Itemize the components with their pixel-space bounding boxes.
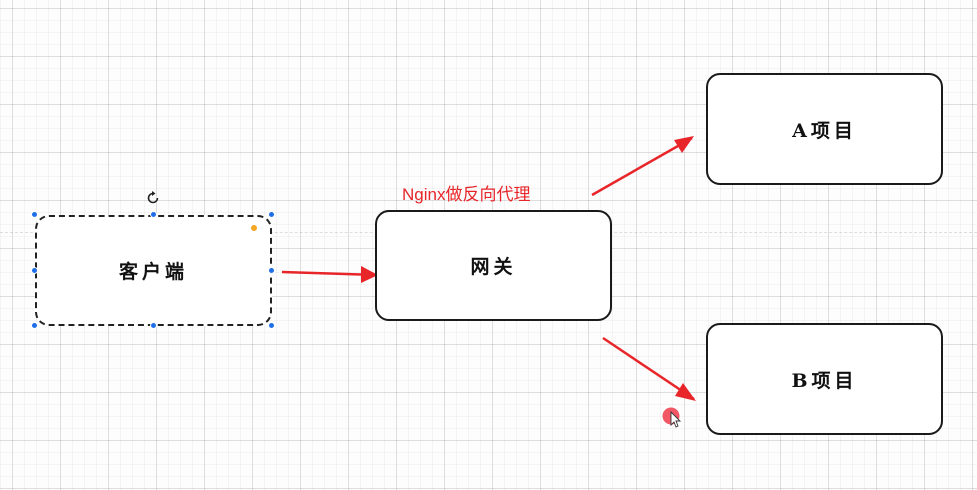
resize-handle-top-right[interactable] <box>268 211 275 218</box>
node-project-b[interactable]: B项目 <box>706 323 943 435</box>
arrow-gateway-to-project-b[interactable] <box>602 336 696 401</box>
node-project-b-label: B项目 <box>791 369 858 392</box>
node-gateway-label: 网关 <box>470 256 517 278</box>
resize-handle-bottom-right[interactable] <box>268 322 275 329</box>
edge-label-nginx[interactable]: Nginx做反向代理 <box>402 185 531 204</box>
resize-handle-top-middle[interactable] <box>150 211 157 218</box>
node-gateway[interactable]: 网关 <box>375 210 612 321</box>
corner-radius-handle[interactable] <box>251 225 257 231</box>
arrow-client-to-gateway[interactable] <box>281 266 378 283</box>
arrow-gateway-to-project-a[interactable] <box>591 136 694 197</box>
resize-handle-middle-right[interactable] <box>268 267 275 274</box>
resize-handle-middle-left[interactable] <box>31 267 38 274</box>
rotate-icon[interactable] <box>145 190 161 206</box>
resize-handle-bottom-left[interactable] <box>31 322 38 329</box>
node-client-label: 客户端 <box>118 261 188 283</box>
resize-handle-bottom-middle[interactable] <box>150 322 157 329</box>
node-project-a-label: A项目 <box>792 119 857 142</box>
node-client[interactable]: 客户端 <box>35 215 272 326</box>
node-project-a[interactable]: A项目 <box>706 73 943 185</box>
mouse-cursor-icon <box>662 407 682 428</box>
resize-handle-top-left[interactable] <box>31 211 38 218</box>
